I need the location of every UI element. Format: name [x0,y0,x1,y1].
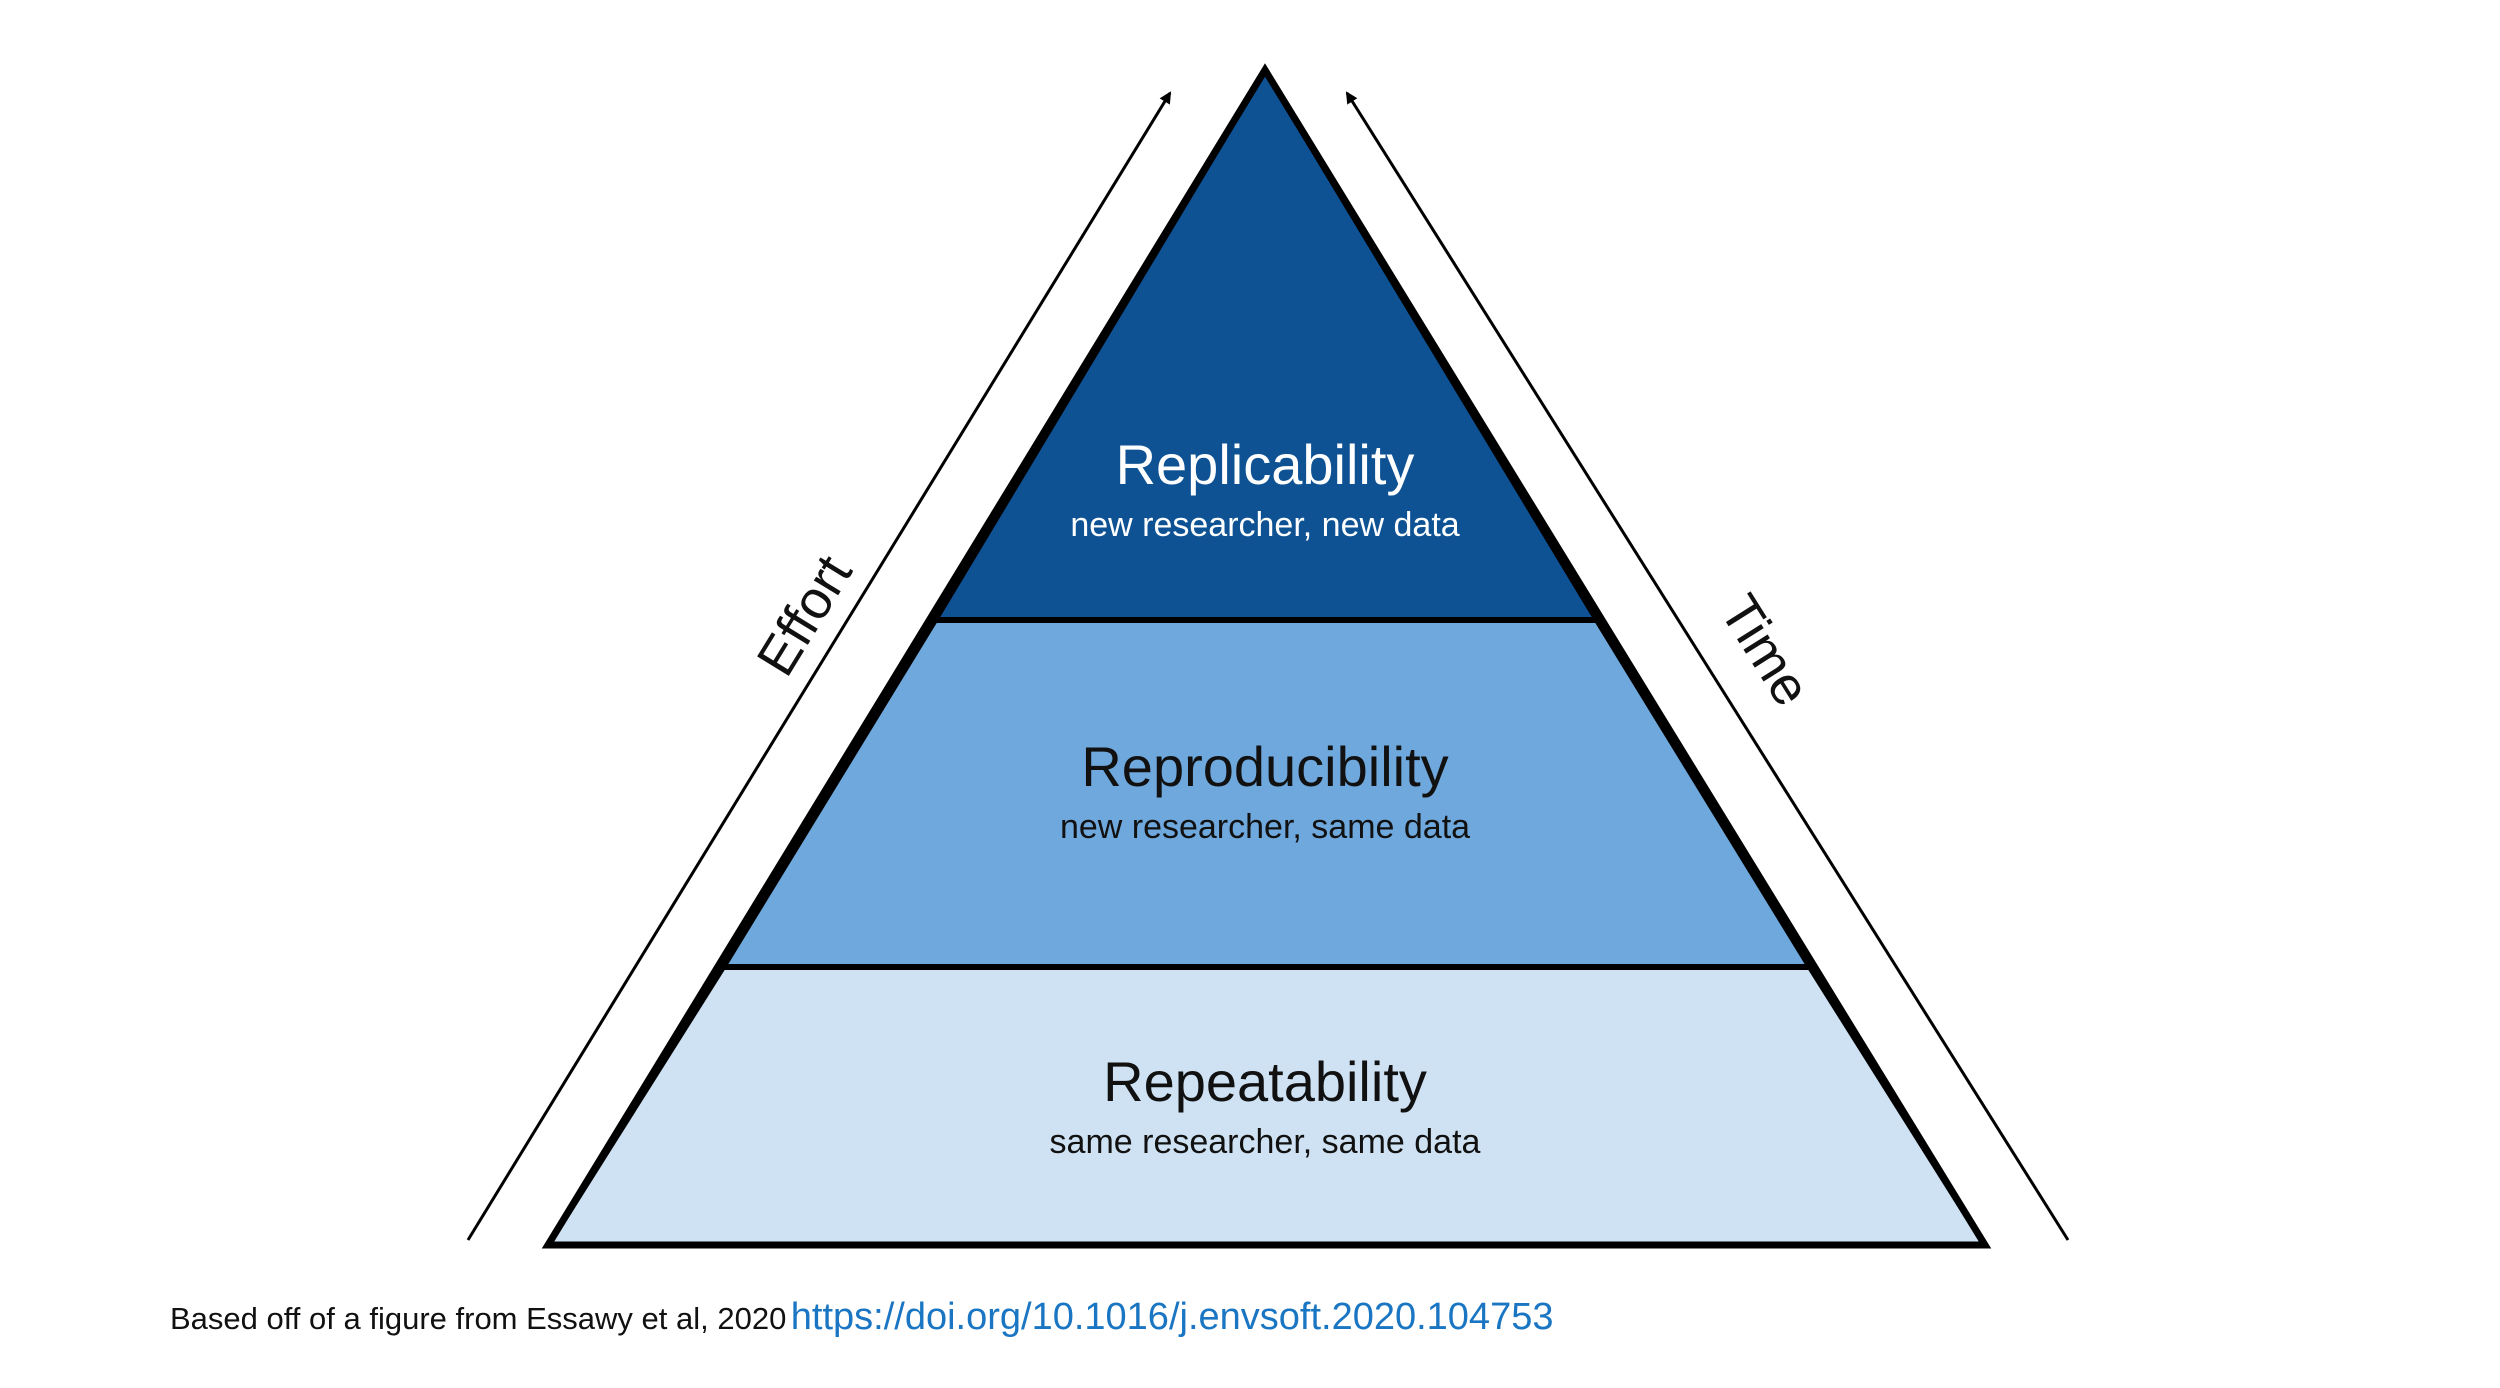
tier-title-replicability: Replicability [1116,433,1415,496]
citation-text: Based off of a figure from Essawy et al,… [170,1301,787,1336]
tier-title-reproducibility: Reproducibility [1081,735,1448,798]
tier-subtitle-repeatability: same researcher, same data [1050,1123,1481,1161]
effort-label: Effort [746,545,864,686]
tier-subtitle-replicability: new researcher, new data [1070,506,1459,544]
effort-arrow [466,91,1172,1241]
pyramid-outline [541,63,1992,1249]
citation-doi-link[interactable]: https://doi.org/10.1016/j.envsoft.2020.1… [790,1296,1554,1338]
tier-title-repeatability: Repeatability [1103,1050,1427,1113]
citation: Based off of a figure from Essawy et al,… [170,1296,1553,1339]
tier-subtitle-reproducibility: new researcher, same data [1060,808,1470,846]
time-arrow [1345,91,2070,1241]
